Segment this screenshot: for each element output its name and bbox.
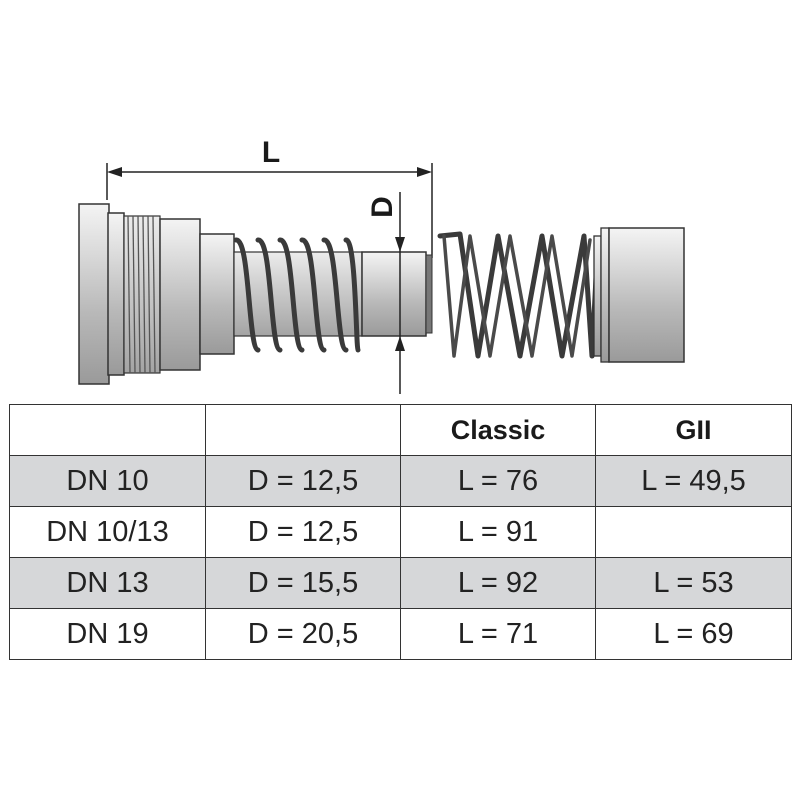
length-label: L — [262, 136, 280, 169]
gii-length-cell: L = 53 — [595, 557, 792, 609]
table-row: DN 19 D = 20,5 L = 71 L = 69 — [9, 608, 792, 660]
classic-length-cell: L = 71 — [400, 608, 596, 660]
header-classic: Classic — [400, 404, 596, 456]
fitting-body — [78, 203, 433, 385]
diameter-dimension: D — [366, 192, 405, 394]
gii-length-cell: L = 49,5 — [595, 455, 792, 507]
classic-length-cell: L = 92 — [400, 557, 596, 609]
table-row: DN 13 D = 15,5 L = 92 L = 53 — [9, 557, 792, 609]
size-cell: DN 19 — [9, 608, 206, 660]
header-gii: GII — [595, 404, 792, 456]
size-cell: DN 10/13 — [9, 506, 206, 558]
classic-length-cell: L = 76 — [400, 455, 596, 507]
table-row: DN 10 D = 12,5 L = 76 L = 49,5 — [9, 455, 792, 507]
size-cell: DN 13 — [9, 557, 206, 609]
header-cell — [205, 404, 401, 456]
diameter-cell: D = 15,5 — [205, 557, 401, 609]
length-dimension: L — [106, 136, 433, 258]
diameter-label: D — [366, 196, 399, 218]
table-row: DN 10/13 D = 12,5 L = 91 — [9, 506, 792, 558]
table-header-row: Classic GII — [9, 404, 792, 456]
diameter-cell: D = 20,5 — [205, 608, 401, 660]
end-cap — [593, 227, 685, 363]
classic-length-cell: L = 91 — [400, 506, 596, 558]
outer-spring — [437, 231, 601, 359]
diameter-cell: D = 12,5 — [205, 506, 401, 558]
diameter-cell: D = 12,5 — [205, 455, 401, 507]
gii-length-cell — [595, 506, 792, 558]
fitting-diagram: L D — [78, 136, 685, 394]
inner-spring — [233, 237, 361, 353]
gii-length-cell: L = 69 — [595, 608, 792, 660]
header-cell — [9, 404, 206, 456]
size-cell: DN 10 — [9, 455, 206, 507]
dimension-table: Classic GII DN 10 D = 12,5 L = 76 L = 49… — [9, 404, 792, 660]
